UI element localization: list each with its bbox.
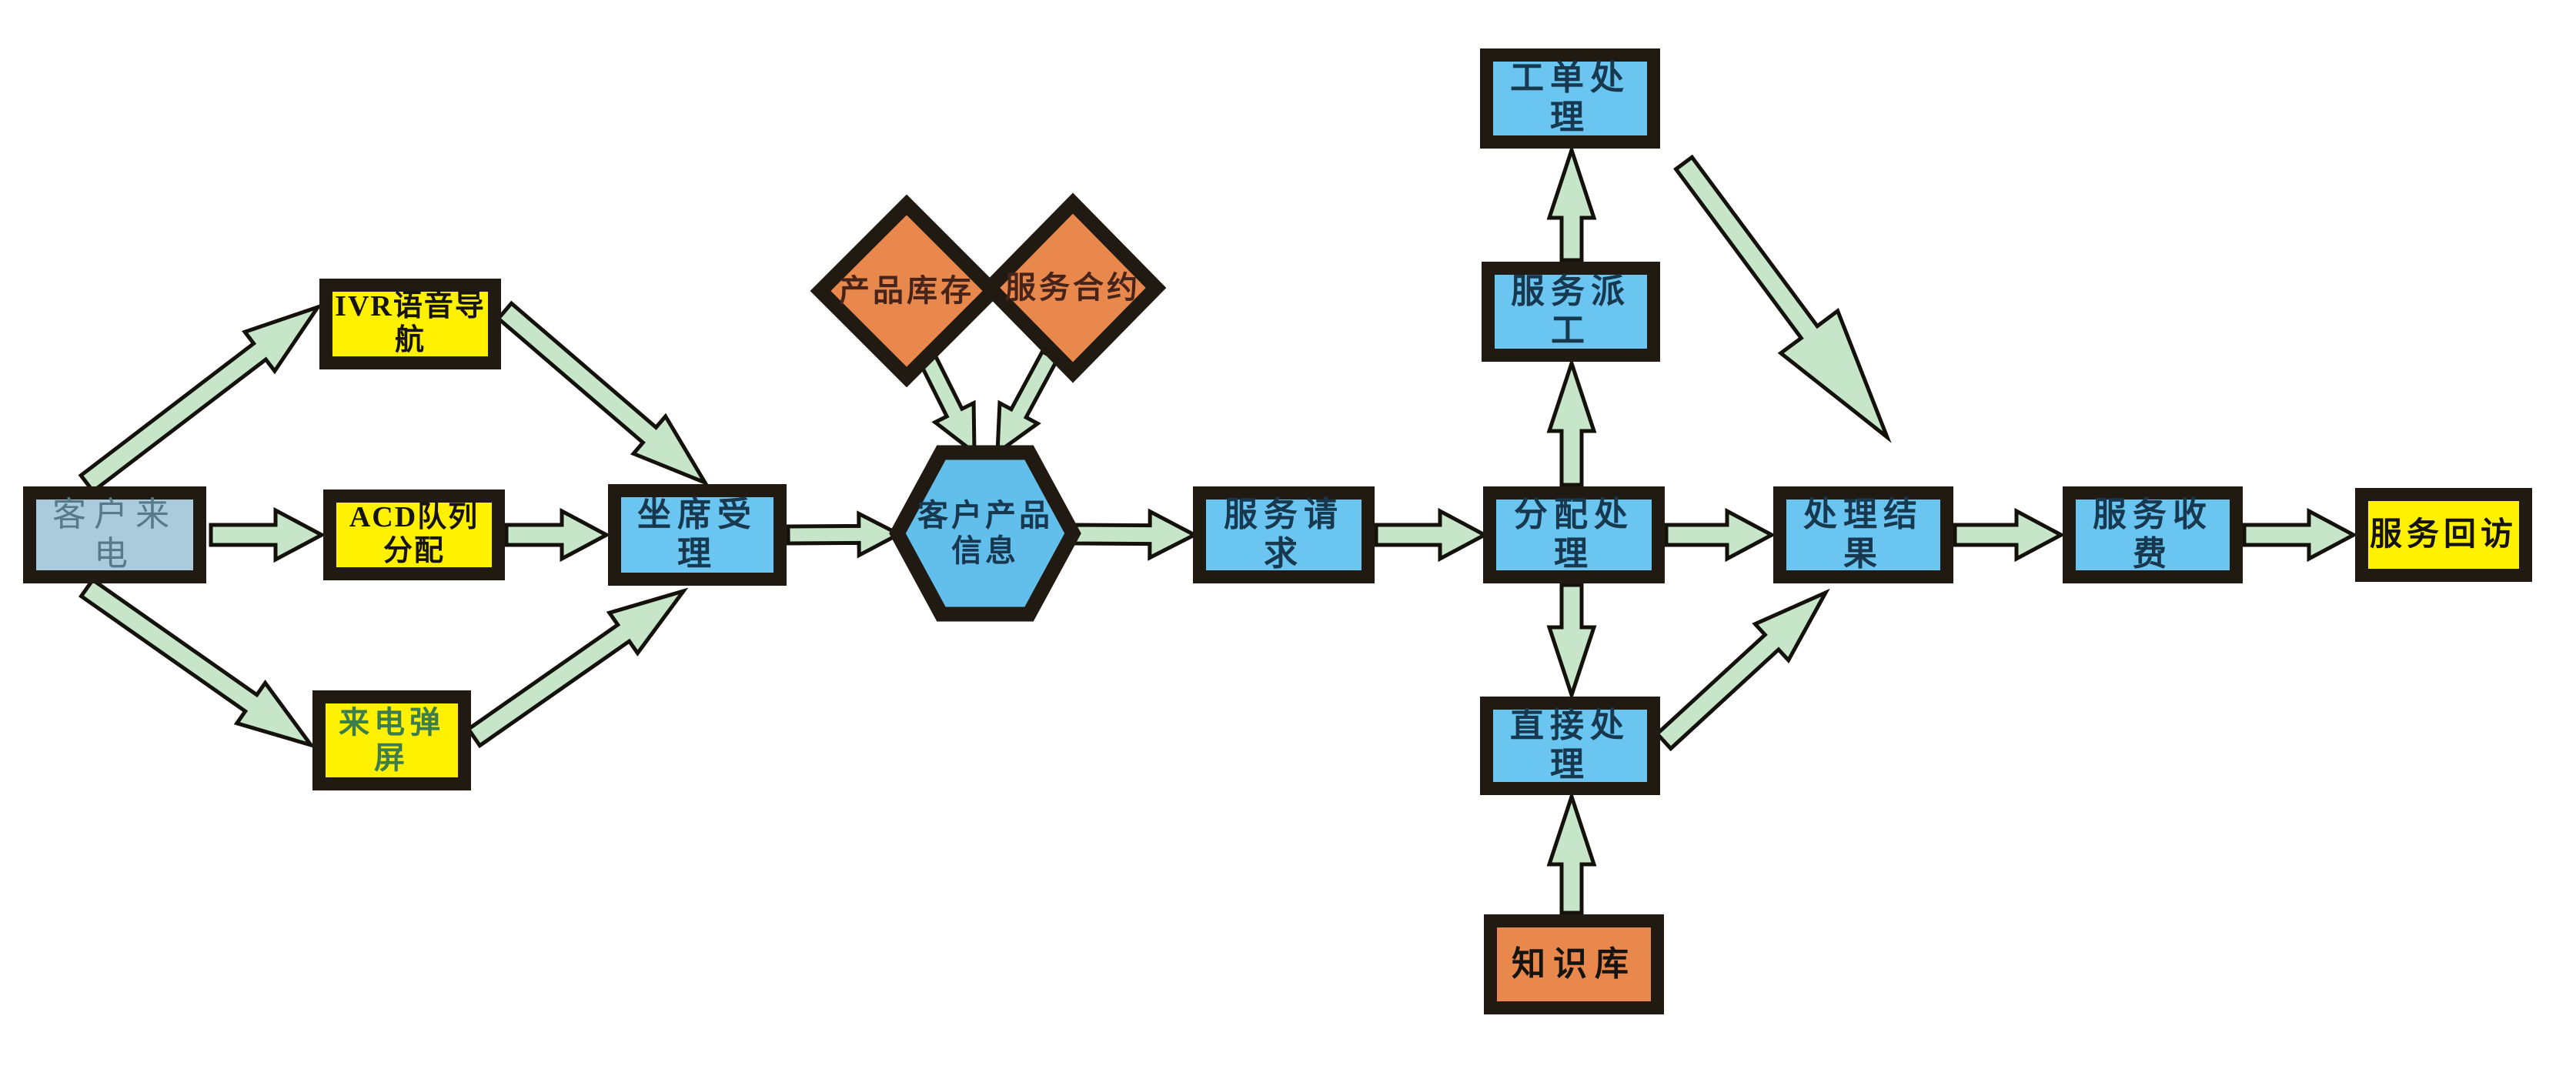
arrow-service-request-to-assign-handle [1374,507,1489,563]
node-customer-product-info [889,445,1081,622]
node-service-callback-label: 服务回访 [2369,516,2518,553]
node-knowledge-base-label: 知识库 [1512,944,1636,983]
arrow-direct-handle-to-handle-result [1654,588,1830,752]
arrow-product-stock-to-customer-product-info [917,353,977,457]
arrow-customer-call-to-acd-queue [209,506,326,563]
node-service-charge: 服务收费 [2063,486,2243,583]
arrow-service-charge-to-service-callback [2242,507,2358,563]
node-service-contract [979,192,1167,383]
node-service-dispatch: 服务派工 [1482,262,1660,362]
node-ivr-voice-nav: IVR语音导航 [319,279,501,369]
node-assign-handle-label: 分配处理 [1514,496,1634,573]
arrow-handle-result-to-service-charge [1953,507,2066,563]
node-service-charge-label: 服务收费 [2093,496,2213,573]
node-work-order-handle-label: 工单处理 [1510,59,1630,136]
node-product-stock [810,194,1004,388]
node-handle-result: 处理结果 [1773,486,1953,583]
node-direct-handle-label: 直接处理 [1510,707,1630,784]
node-service-request: 服务请求 [1193,486,1375,583]
arrow-customer-product-info-to-service-request [1072,508,1199,561]
node-work-order-handle: 工单处理 [1480,48,1660,149]
node-agent-accept-label: 坐席受理 [637,496,757,573]
arrow-agent-accept-to-customer-product-info [786,510,904,559]
node-ivr-voice-nav-label: IVR语音导航 [335,290,486,356]
node-call-popup-label: 来电弹屏 [339,705,445,775]
arrow-assign-handle-to-direct-handle [1546,583,1597,701]
node-customer-call: 客户来电 [23,486,206,583]
node-assign-handle: 分配处理 [1483,486,1665,583]
node-acd-queue-label: ACD队列分配 [349,501,479,567]
node-direct-handle: 直接处理 [1480,697,1660,795]
arrow-customer-call-to-ivr-voice-nav [78,303,323,494]
arrow-customer-call-to-call-popup [79,576,316,749]
arrow-assign-handle-to-handle-result [1664,507,1776,563]
node-service-callback: 服务回访 [2355,488,2532,582]
node-knowledge-base: 知识库 [1484,914,1664,1014]
node-acd-queue: ACD队列分配 [323,490,505,580]
arrow-call-popup-to-agent-accept [466,587,689,749]
node-call-popup: 来电弹屏 [312,690,471,790]
node-service-request-label: 服务请求 [1224,496,1344,573]
node-handle-result-label: 处理结果 [1803,496,1923,573]
node-customer-call-label: 客户来电 [52,496,177,573]
arrow-service-contract-to-customer-product-info [995,349,1061,457]
node-service-dispatch-label: 服务派工 [1511,272,1631,349]
arrow-ivr-voice-nav-to-agent-accept [495,300,710,487]
arrow-service-dispatch-to-work-order-handle [1546,144,1597,262]
node-agent-accept: 坐席受理 [608,484,787,586]
arrow-work-order-handle-to-handle-result [1673,154,1892,443]
arrow-assign-handle-to-service-dispatch [1546,357,1597,487]
arrow-acd-queue-to-agent-accept [504,507,611,563]
arrow-knowledge-base-to-direct-handle [1546,790,1597,915]
